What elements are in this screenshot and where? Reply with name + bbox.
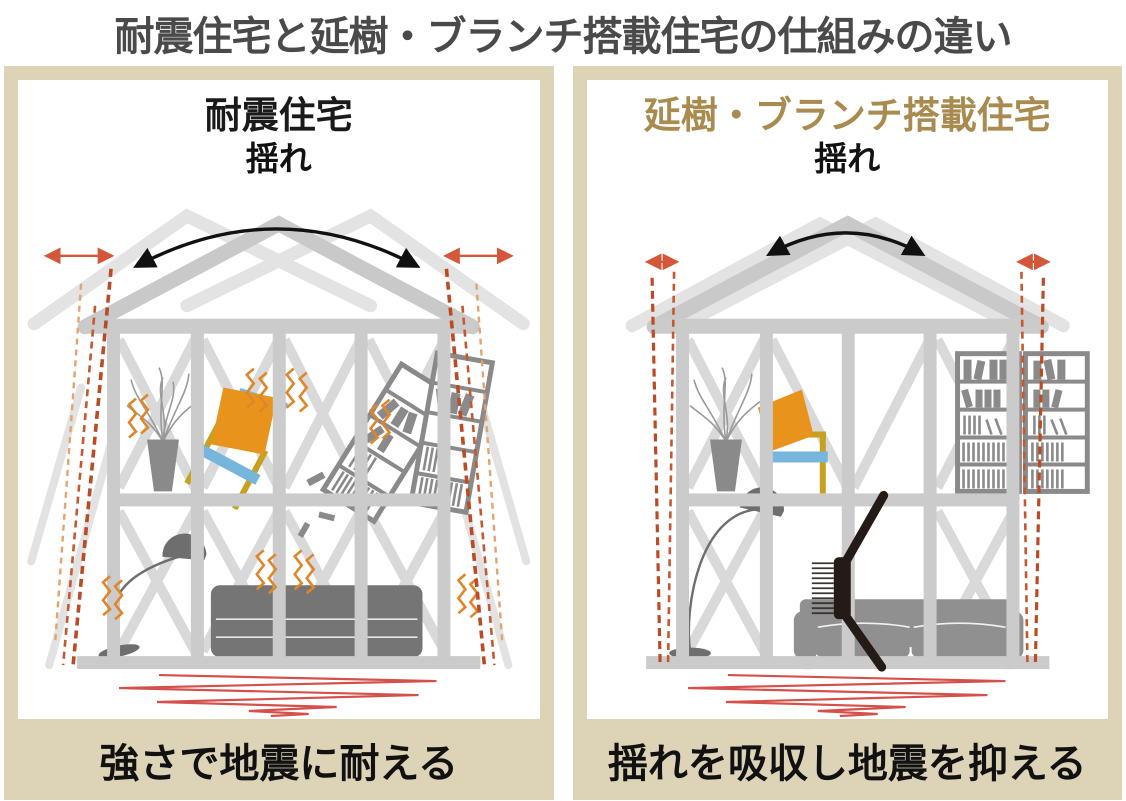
taishin-heading: 耐震住宅 bbox=[204, 95, 353, 136]
sofa bbox=[210, 585, 423, 668]
enju-sway-label: 揺れ bbox=[814, 140, 881, 177]
page-title: 耐震住宅と延樹・ブランチ搭載住宅の仕組みの違い bbox=[114, 15, 1013, 59]
taishin-caption: 強さで地震に耐える bbox=[99, 741, 459, 786]
quake-line bbox=[687, 673, 1005, 717]
house-frame bbox=[645, 318, 1049, 670]
roof-main bbox=[77, 215, 480, 335]
enju-heading: 延樹・ブランチ搭載住宅 bbox=[643, 95, 1051, 136]
branch-damper bbox=[811, 490, 888, 672]
taishin-sway-label: 揺れ bbox=[245, 140, 312, 177]
panel-taishin: 耐震住宅 揺れ bbox=[4, 66, 554, 800]
house-frame bbox=[77, 318, 481, 670]
damper-brush bbox=[811, 562, 834, 615]
plant bbox=[689, 367, 760, 492]
roof-main bbox=[646, 215, 1049, 335]
sway-arc-arrow bbox=[133, 227, 421, 268]
roof-sway-ghosts bbox=[625, 215, 1070, 335]
panel-taishin-inner: 耐震住宅 揺れ bbox=[18, 80, 540, 719]
tilt-guide-lines bbox=[650, 271, 1045, 664]
sway-arc-arrow bbox=[765, 231, 925, 256]
falling-books bbox=[297, 471, 336, 538]
taishin-house-illustration bbox=[27, 208, 531, 717]
enju-house-illustration bbox=[625, 215, 1090, 717]
tilt-guide-lines bbox=[53, 268, 504, 666]
panel-enju-branch: 延樹・ブランチ搭載住宅 揺れ bbox=[572, 66, 1122, 800]
roof-sway-ghosts bbox=[27, 208, 530, 335]
quake-line bbox=[119, 673, 437, 717]
comparison-panels: 耐震住宅 揺れ bbox=[0, 66, 1126, 800]
panel-enju-inner: 延樹・ブランチ搭載住宅 揺れ bbox=[586, 80, 1108, 719]
enju-caption: 揺れを吸収し地震を抑える bbox=[607, 741, 1087, 786]
